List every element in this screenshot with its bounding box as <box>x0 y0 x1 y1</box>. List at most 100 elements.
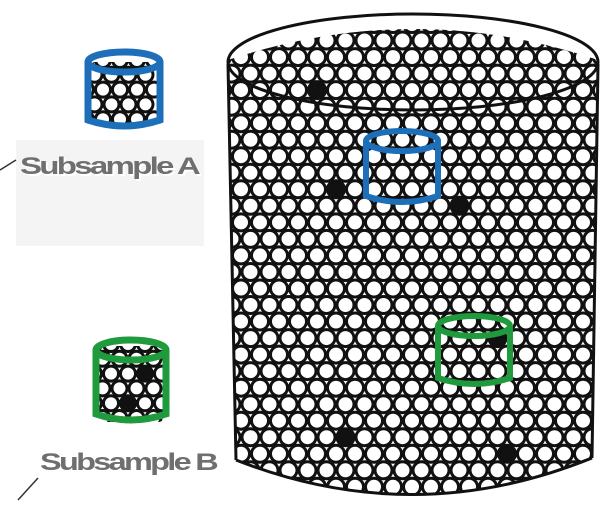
big-sphere <box>356 462 373 479</box>
big-sphere <box>527 65 544 82</box>
big-sphere <box>299 429 316 446</box>
big-sphere <box>261 330 278 347</box>
big-sphere <box>366 49 383 66</box>
big-sphere <box>394 98 411 115</box>
big-sphere <box>442 445 459 462</box>
big-sphere <box>280 330 297 347</box>
big-sphere <box>271 49 288 66</box>
big-sphere <box>290 445 307 462</box>
big-sphere <box>537 247 554 264</box>
big-sphere <box>375 32 392 49</box>
big-sphere <box>575 247 592 264</box>
big-sphere <box>337 264 354 281</box>
big-sphere <box>556 313 573 330</box>
a-sphere <box>138 97 153 112</box>
big-dark-sphere <box>499 445 516 462</box>
big-sphere <box>461 115 478 132</box>
big-sphere <box>565 230 582 247</box>
big-sphere <box>527 131 544 148</box>
big-sphere <box>271 181 288 198</box>
big-sphere <box>252 412 269 429</box>
big-sphere <box>480 115 497 132</box>
big-sphere <box>584 462 601 479</box>
big-sphere <box>480 412 497 429</box>
big-sphere <box>337 164 354 181</box>
big-sphere <box>413 230 430 247</box>
big-sphere <box>356 32 373 49</box>
big-sphere <box>242 363 259 380</box>
big-sphere <box>261 65 278 82</box>
big-sphere <box>404 214 421 231</box>
big-sphere <box>470 297 487 314</box>
big-sphere <box>214 379 231 396</box>
big-sphere <box>290 313 307 330</box>
big-sphere <box>499 247 516 264</box>
big-sphere <box>233 280 250 297</box>
big-sphere <box>442 412 459 429</box>
big-sphere <box>261 429 278 446</box>
big-sphere <box>442 346 459 363</box>
b-sphere <box>129 381 144 396</box>
big-sphere <box>271 148 288 165</box>
big-sphere <box>546 230 563 247</box>
big-sphere <box>328 412 345 429</box>
big-sphere <box>575 280 592 297</box>
big-sphere <box>271 379 288 396</box>
big-sphere <box>347 49 364 66</box>
big-sphere <box>461 181 478 198</box>
big-sphere <box>375 462 392 479</box>
big-sphere <box>252 280 269 297</box>
big-sphere <box>404 478 421 495</box>
big-sphere <box>242 230 259 247</box>
big-sphere <box>413 32 430 49</box>
big-sphere <box>404 16 421 33</box>
big-sphere <box>451 363 468 380</box>
big-sphere <box>385 379 402 396</box>
big-sphere <box>394 65 411 82</box>
big-sphere <box>461 445 478 462</box>
big-sphere <box>565 297 582 314</box>
big-sphere <box>318 429 335 446</box>
big-sphere <box>527 264 544 281</box>
big-sphere <box>537 214 554 231</box>
big-sphere <box>366 313 383 330</box>
b-sphere <box>146 381 161 396</box>
big-sphere <box>328 82 345 99</box>
big-sphere <box>252 445 269 462</box>
big-sphere <box>290 214 307 231</box>
big-sphere <box>385 412 402 429</box>
big-sphere <box>328 148 345 165</box>
big-sphere <box>499 280 516 297</box>
big-sphere <box>318 396 335 413</box>
big-sphere <box>347 346 364 363</box>
big-sphere <box>337 197 354 214</box>
big-sphere <box>565 164 582 181</box>
big-sphere <box>508 264 525 281</box>
big-sphere <box>423 247 440 264</box>
a-sphere <box>130 82 145 97</box>
big-sphere <box>537 313 554 330</box>
big-sphere <box>309 379 326 396</box>
big-sphere <box>575 412 592 429</box>
big-sphere <box>518 313 535 330</box>
big-sphere <box>556 445 573 462</box>
big-sphere <box>537 148 554 165</box>
big-sphere <box>356 297 373 314</box>
big-sphere <box>214 247 231 264</box>
big-sphere <box>261 297 278 314</box>
big-sphere <box>461 412 478 429</box>
big-sphere <box>480 49 497 66</box>
big-sphere <box>432 98 449 115</box>
sphere-pack <box>214 16 602 496</box>
big-sphere <box>537 478 554 495</box>
big-sphere <box>508 297 525 314</box>
big-dark-sphere <box>337 429 354 446</box>
big-sphere <box>565 264 582 281</box>
big-sphere <box>280 429 297 446</box>
big-sphere <box>299 131 316 148</box>
big-sphere <box>470 131 487 148</box>
big-sphere <box>366 379 383 396</box>
big-sphere <box>309 49 326 66</box>
big-sphere <box>347 115 364 132</box>
big-sphere <box>385 82 402 99</box>
